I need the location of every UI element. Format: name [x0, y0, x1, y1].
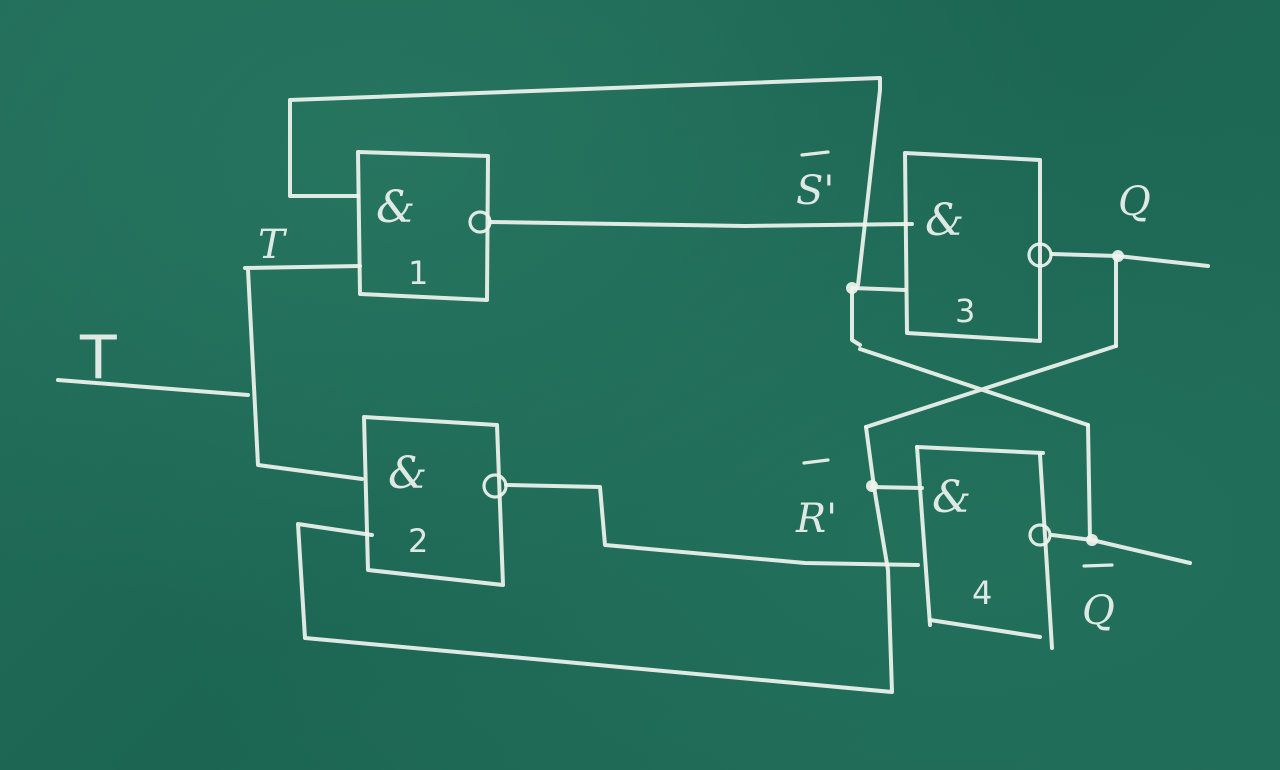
gate-2-symbol: &	[388, 448, 427, 499]
gate-2-inversion-bubble	[482, 473, 508, 499]
gate-4-number: 4	[972, 574, 992, 612]
wire-input-t	[56, 378, 250, 397]
junction-dot	[866, 480, 878, 492]
gate1-t-label: T	[258, 222, 288, 268]
wire-gate3-lower-input	[850, 286, 907, 347]
junction-dot	[1112, 250, 1124, 262]
s-prime-label: S'	[796, 168, 834, 214]
junction-dot	[846, 282, 858, 294]
wire-s-prime	[488, 220, 914, 228]
junction-dot	[1086, 534, 1098, 546]
wire-t-distribution	[243, 264, 364, 481]
gate-1-number: 1	[408, 254, 428, 292]
gate-3-box	[903, 151, 1042, 343]
input-t-label: T	[79, 323, 117, 393]
r-prime-label: R'	[795, 496, 837, 542]
q-bar-overbar	[1082, 563, 1114, 568]
gate-3-number: 3	[955, 292, 975, 330]
r-prime-overbar	[802, 458, 830, 465]
wire-gate4-upper-input	[870, 485, 924, 490]
wire-feedback-top	[288, 76, 882, 287]
gate-4-inversion-bubble	[1028, 523, 1052, 547]
gate-2-box	[362, 415, 505, 587]
gate-1-symbol: &	[376, 182, 415, 233]
gate-3-symbol: &	[925, 195, 964, 246]
s-prime-overbar	[800, 150, 830, 157]
gate-1-box	[356, 150, 490, 302]
output-q-label: Q	[1118, 179, 1151, 225]
wire-output-q	[1050, 252, 1210, 348]
gate-4-box	[915, 445, 1054, 650]
wire-output-q-bar	[1050, 423, 1192, 565]
wire-cross-coupling	[858, 344, 1118, 429]
gate-4-symbol: &	[932, 472, 971, 523]
output-q-bar-label: Q	[1082, 588, 1115, 634]
wire-r-prime	[504, 483, 920, 567]
gate-2-number: 2	[408, 522, 428, 560]
